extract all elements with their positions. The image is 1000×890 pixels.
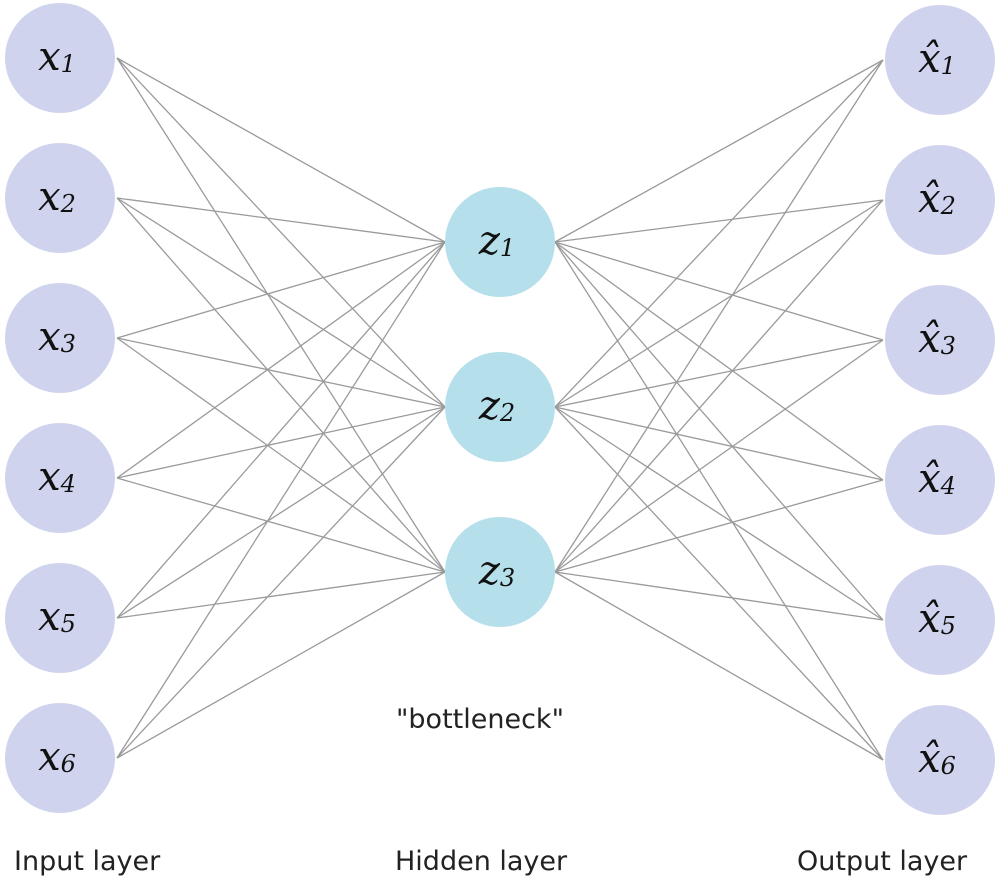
edge-z3-xhat6 bbox=[554, 571, 884, 761]
output-node-4: x̂4 bbox=[885, 425, 995, 535]
edge-z1-xhat1 bbox=[554, 59, 884, 243]
edge-x4-z2 bbox=[116, 406, 446, 479]
output-layer-caption: Output layer bbox=[797, 846, 968, 877]
output-node-2: x̂2 bbox=[885, 145, 995, 255]
edge-z1-xhat2 bbox=[554, 199, 884, 243]
edge-z3-xhat1 bbox=[554, 59, 884, 573]
output-node-1: x̂1 bbox=[885, 5, 995, 115]
hidden-node-2: z2 bbox=[445, 352, 555, 462]
node-circle bbox=[5, 283, 115, 393]
input-layer-caption: Input layer bbox=[14, 846, 161, 877]
edge-x2-z2 bbox=[116, 197, 446, 408]
input-node-6: x6 bbox=[5, 703, 115, 813]
edge-z1-xhat5 bbox=[554, 241, 884, 621]
edge-z1-xhat3 bbox=[554, 241, 884, 341]
edge-x3-z2 bbox=[116, 337, 446, 408]
node-label: x̂4 bbox=[918, 456, 956, 502]
node-circle bbox=[885, 425, 995, 535]
input-node-5: x5 bbox=[5, 563, 115, 673]
edge-x2-z3 bbox=[116, 197, 446, 573]
node-label: x̂6 bbox=[918, 736, 956, 782]
hidden-node-3: z3 bbox=[445, 517, 555, 627]
node-label: z1 bbox=[478, 218, 515, 264]
edge-z1-xhat4 bbox=[554, 241, 884, 481]
edge-z2-xhat3 bbox=[554, 339, 884, 408]
output-node-6: x̂6 bbox=[885, 705, 995, 815]
node-circle bbox=[885, 5, 995, 115]
input-node-1: x1 bbox=[5, 3, 115, 113]
node-label: z2 bbox=[478, 383, 515, 429]
node-circle bbox=[445, 187, 555, 297]
node-circle bbox=[5, 563, 115, 673]
node-circle bbox=[885, 705, 995, 815]
edge-z2-xhat2 bbox=[554, 199, 884, 408]
edge-x6-z2 bbox=[116, 406, 446, 759]
output-node-5: x̂5 bbox=[885, 565, 995, 675]
node-circle bbox=[445, 517, 555, 627]
edge-x3-z1 bbox=[116, 241, 446, 339]
input-node-4: x4 bbox=[5, 423, 115, 533]
edge-x4-z3 bbox=[116, 477, 446, 573]
edge-z2-xhat1 bbox=[554, 59, 884, 408]
edge-x4-z1 bbox=[116, 241, 446, 479]
node-label: x5 bbox=[38, 594, 76, 640]
bottleneck-note: "bottleneck" bbox=[396, 704, 564, 735]
node-circle bbox=[5, 3, 115, 113]
edge-z3-xhat4 bbox=[554, 479, 884, 573]
node-label: x1 bbox=[38, 34, 76, 80]
node-label: x6 bbox=[38, 734, 76, 780]
node-circle bbox=[5, 423, 115, 533]
node-circle bbox=[5, 143, 115, 253]
edge-z2-xhat4 bbox=[554, 406, 884, 481]
edge-x5-z2 bbox=[116, 406, 446, 619]
edge-x5-z1 bbox=[116, 241, 446, 619]
node-circle bbox=[885, 565, 995, 675]
edge-x6-z3 bbox=[116, 571, 446, 759]
input-node-2: x2 bbox=[5, 143, 115, 253]
edge-z3-xhat2 bbox=[554, 199, 884, 573]
node-label: x̂1 bbox=[918, 36, 956, 82]
node-circle bbox=[445, 352, 555, 462]
input-node-3: x3 bbox=[5, 283, 115, 393]
edge-z3-xhat3 bbox=[554, 339, 884, 573]
edge-x5-z3 bbox=[116, 571, 446, 619]
node-circle bbox=[885, 145, 995, 255]
node-label: x̂3 bbox=[918, 316, 956, 362]
edge-z1-xhat6 bbox=[554, 241, 884, 761]
node-circle bbox=[885, 285, 995, 395]
edge-x1-z3 bbox=[116, 57, 446, 573]
edge-x3-z3 bbox=[116, 337, 446, 573]
edge-x2-z1 bbox=[116, 197, 446, 243]
edge-x6-z1 bbox=[116, 241, 446, 759]
edge-x1-z1 bbox=[116, 57, 446, 243]
hidden-layer-caption: Hidden layer bbox=[395, 846, 568, 877]
node-label: x̂5 bbox=[918, 596, 956, 642]
output-node-3: x̂3 bbox=[885, 285, 995, 395]
node-label: z3 bbox=[478, 548, 515, 594]
edges bbox=[116, 57, 884, 761]
node-label: x3 bbox=[38, 314, 76, 360]
hidden-node-1: z1 bbox=[445, 187, 555, 297]
edge-z3-xhat5 bbox=[554, 571, 884, 621]
node-label: x4 bbox=[38, 454, 76, 500]
edge-x1-z2 bbox=[116, 57, 446, 408]
node-label: x2 bbox=[38, 174, 76, 220]
edge-z2-xhat6 bbox=[554, 406, 884, 761]
edge-z2-xhat5 bbox=[554, 406, 884, 621]
node-label: x̂2 bbox=[918, 176, 956, 222]
node-circle bbox=[5, 703, 115, 813]
